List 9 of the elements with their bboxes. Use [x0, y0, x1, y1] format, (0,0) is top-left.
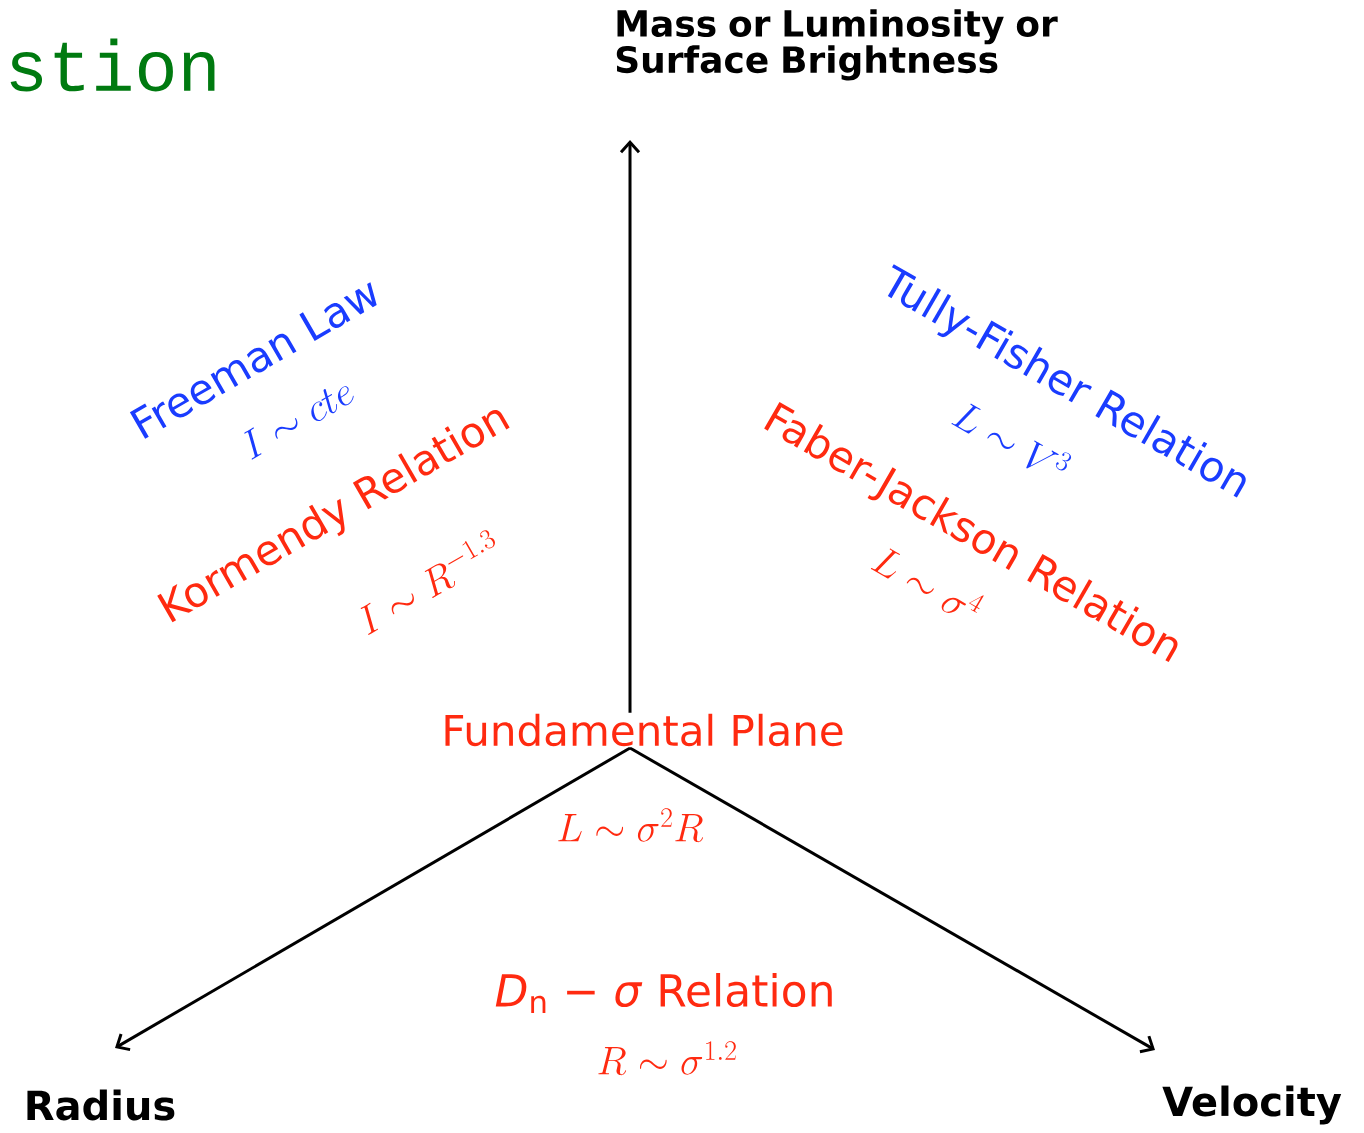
- formula: $I \sim R^{-1.3}$: [360, 530, 495, 635]
- formula: $R \sim \sigma^{1.2}$: [598, 1041, 736, 1076]
- heading-text: stion: [10, 38, 215, 92]
- relation-label: D$_{n}$ − σ Relation: [495, 973, 832, 1014]
- formula: $L \sim \sigma^2 R$: [558, 808, 704, 843]
- axis-label: Velocity: [1162, 1085, 1342, 1125]
- axis-label: Radius: [27, 1089, 175, 1121]
- axis-label: Mass or Luminosity or Surface Brightness: [616, 9, 1058, 81]
- relation-label: Fundamental Plane: [440, 712, 846, 748]
